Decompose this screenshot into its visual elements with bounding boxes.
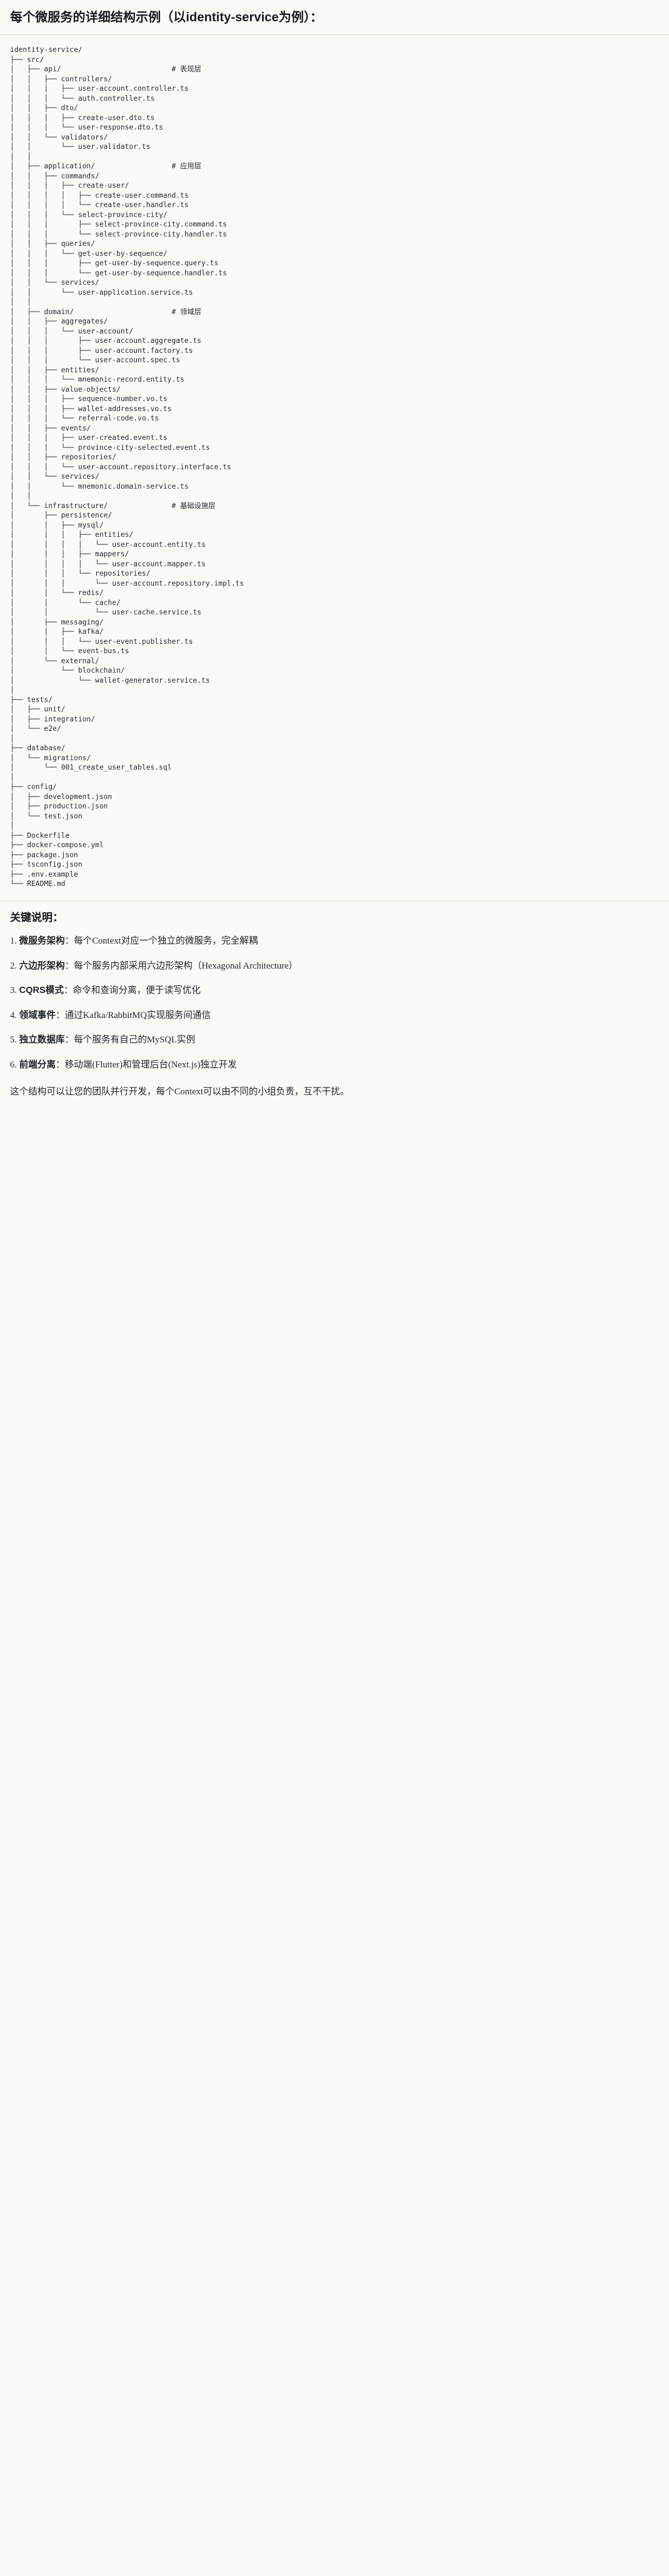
note-item: 4. 领域事件：通过Kafka/RabbitMQ实现服务间通信 [10, 1009, 659, 1023]
note-index: 2. [10, 960, 19, 971]
note-description: ：每个服务有自己的MySQL实例 [64, 1035, 195, 1046]
note-index: 3. [10, 985, 19, 996]
note-index: 5. [10, 1035, 19, 1046]
directory-tree: identity-service/ ├── src/ │ ├── api/ # … [10, 46, 244, 888]
note-term: CQRS模式 [19, 985, 64, 996]
note-term: 独立数据库 [19, 1035, 65, 1046]
directory-tree-block: identity-service/ ├── src/ │ ├── api/ # … [0, 35, 669, 900]
note-item: 3. CQRS模式：命令和查询分离，便于读写优化 [10, 984, 659, 998]
key-notes-footer: 这个结构可以让您的团队并行开发，每个Context可以由不同的小组负责，互不干扰… [10, 1086, 350, 1097]
note-item: 5. 独立数据库：每个服务有自己的MySQL实例 [10, 1033, 659, 1047]
note-item: 2. 六边形架构：每个服务内部采用六边形架构（Hexagonal Archite… [10, 959, 659, 974]
page-root: 每个微服务的详细结构示例（以identity-service为例）： ident… [0, 0, 669, 1111]
key-notes-title: 关键说明： [10, 911, 63, 924]
note-index: 4. [10, 1010, 19, 1021]
note-description: ：移动端(Flutter)和管理后台(Next.js)独立开发 [55, 1060, 237, 1071]
title-divider [0, 34, 669, 35]
note-term: 领域事件 [19, 1010, 56, 1021]
note-description: ：每个服务内部采用六边形架构（Hexagonal Architecture） [64, 960, 298, 971]
note-term: 六边形架构 [19, 960, 65, 971]
note-term: 前端分离 [19, 1060, 56, 1071]
note-term: 微服务架构 [19, 936, 65, 946]
note-item: 1. 微服务架构：每个Context对应一个独立的微服务，完全解耦 [10, 934, 659, 949]
note-description: ：通过Kafka/RabbitMQ实现服务间通信 [55, 1010, 211, 1021]
key-notes-section: 关键说明： 1. 微服务架构：每个Context对应一个独立的微服务，完全解耦 … [0, 901, 669, 1111]
note-item: 6. 前端分离：移动端(Flutter)和管理后台(Next.js)独立开发 [10, 1058, 659, 1072]
note-description: ：每个Context对应一个独立的微服务，完全解耦 [64, 936, 258, 946]
note-index: 6. [10, 1060, 19, 1071]
page-title: 每个微服务的详细结构示例（以identity-service为例）： [10, 11, 323, 24]
note-index: 1. [10, 936, 19, 946]
note-description: ：命令和查询分离，便于读写优化 [63, 985, 201, 996]
tree-divider [0, 900, 669, 901]
